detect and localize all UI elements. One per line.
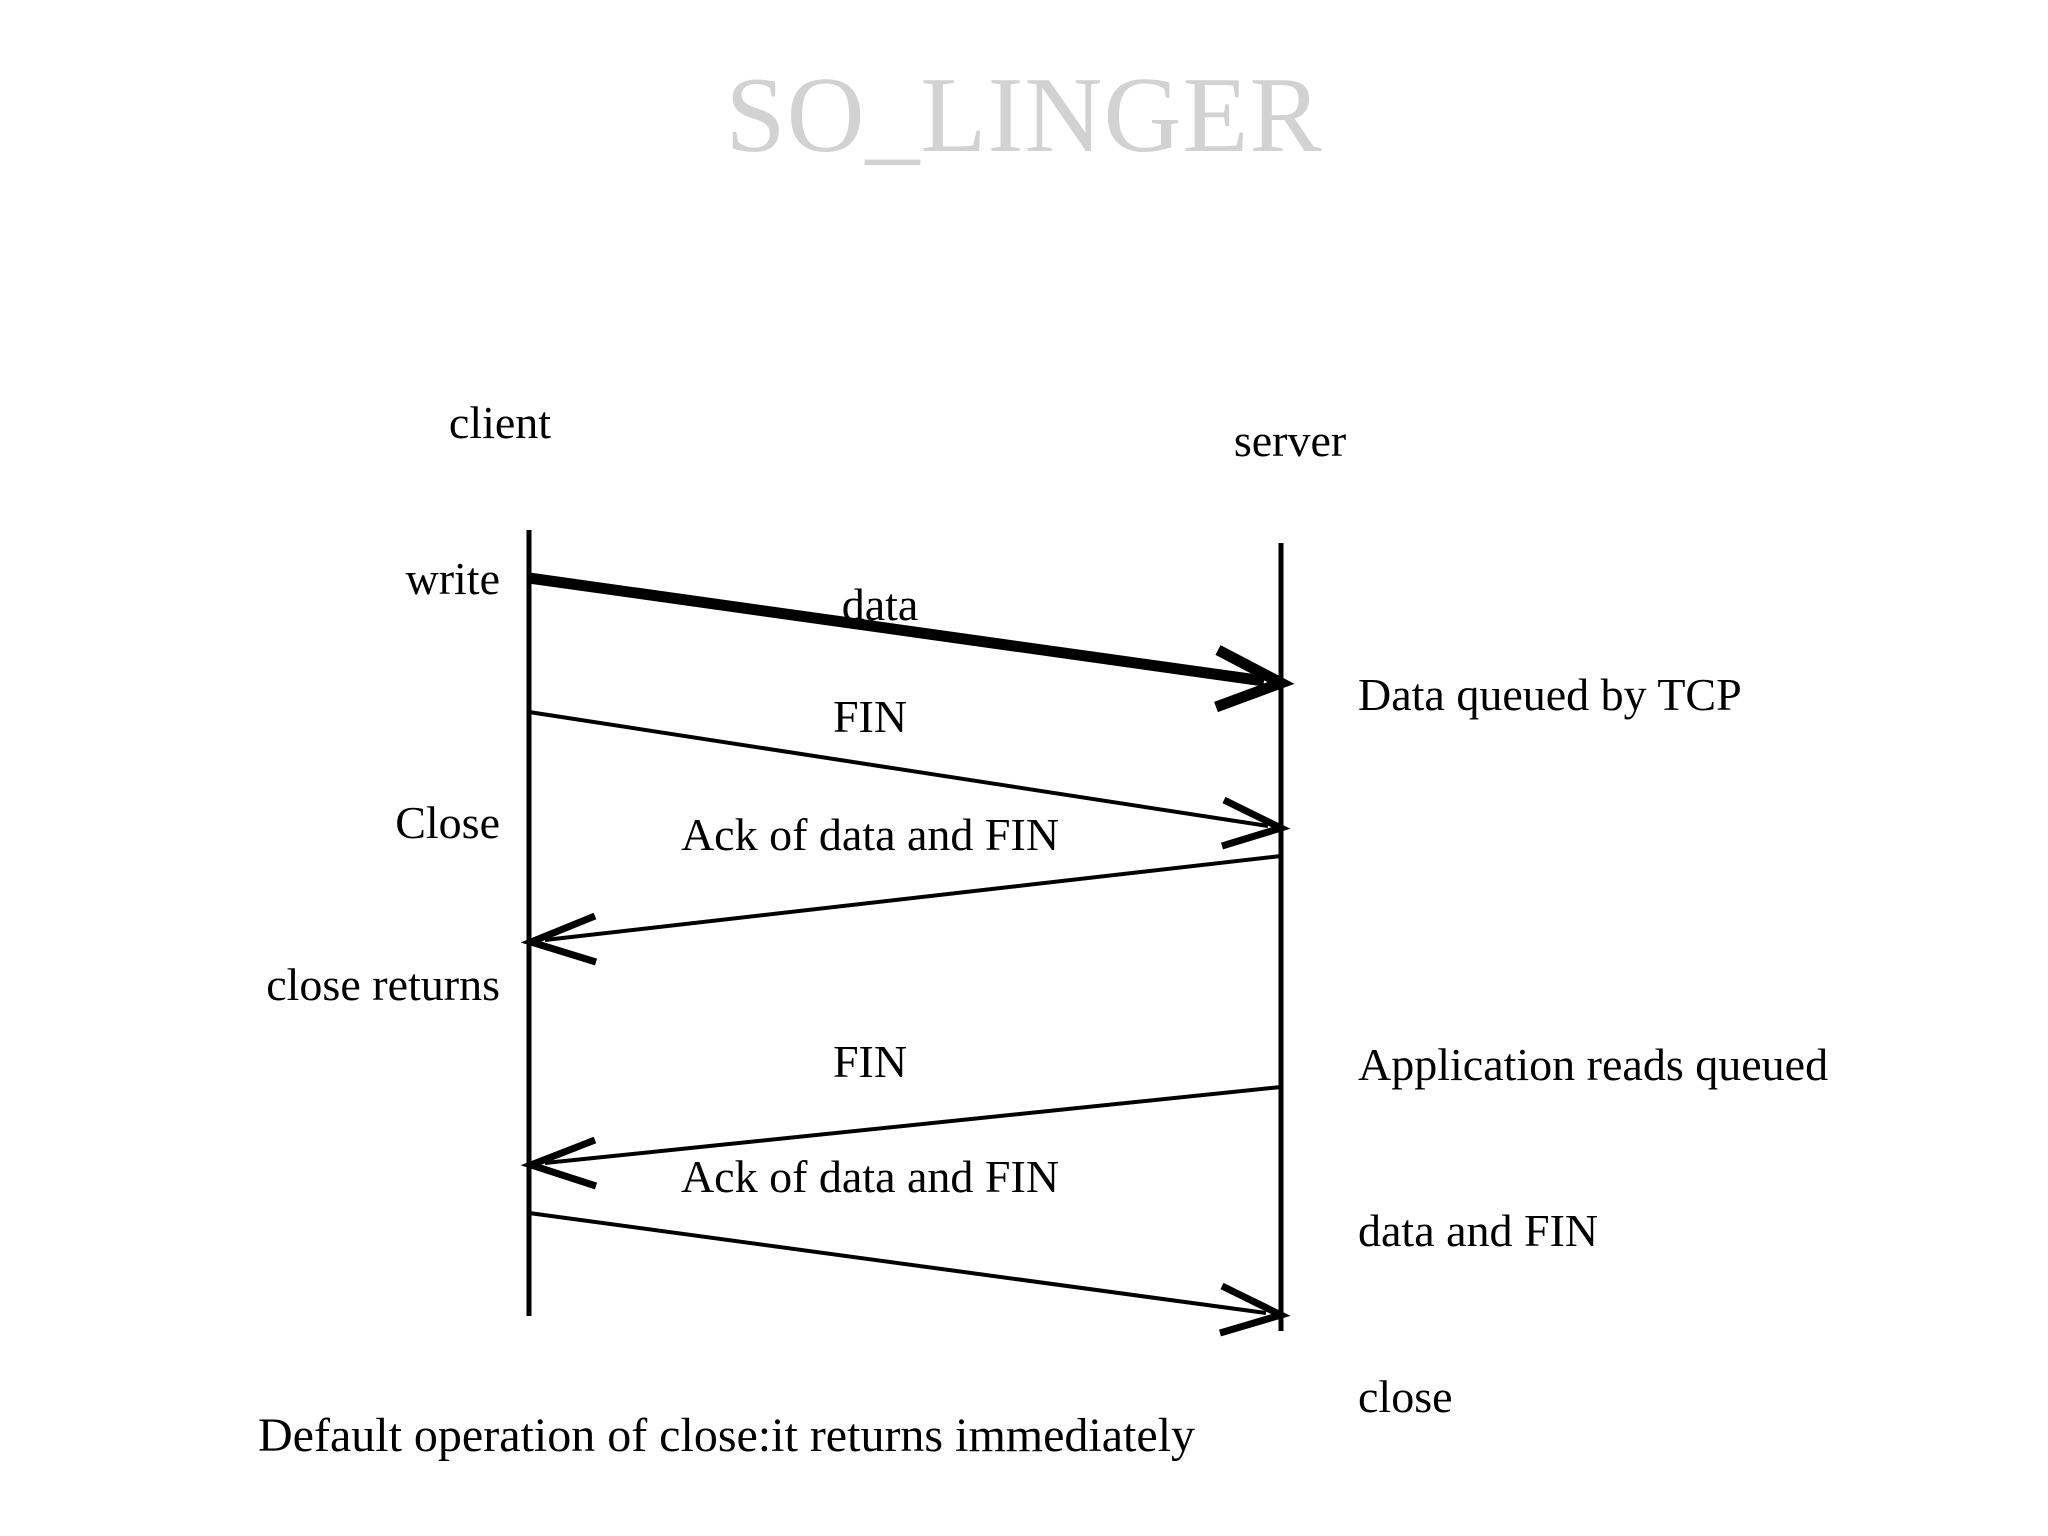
slide-caption: Default operation of close:it returns im…	[258, 1409, 1196, 1462]
actor-label-server: server	[1233, 415, 1347, 466]
message-label-ack-2: Ack of data and FIN	[680, 1151, 1060, 1202]
note-application-reads-line-1: Application reads queued	[1358, 1039, 1829, 1090]
message-label-ack-1: Ack of data and FIN	[680, 809, 1060, 860]
note-application-reads: Application reads queued data and FIN cl…	[1358, 928, 1978, 1534]
message-label-data: data	[841, 579, 919, 630]
note-write: write	[405, 553, 500, 604]
note-close-block: Close close returns	[100, 688, 500, 1120]
note-application-reads-line-2: data and FIN	[1358, 1205, 1599, 1256]
message-label-fin-2: FIN	[832, 1036, 908, 1087]
message-label-fin-1: FIN	[832, 691, 908, 742]
message-arrow-fin-2	[520, 1085, 1282, 1190]
message-arrow-fin-1	[528, 710, 1291, 850]
note-application-reads-line-3: close	[1358, 1371, 1453, 1422]
message-arrow-ack-2	[528, 1211, 1291, 1337]
actor-label-client: client	[448, 397, 552, 448]
message-arrow-data	[528, 572, 1295, 713]
note-close: Close	[395, 797, 500, 848]
note-data-queued-by-tcp: Data queued by TCP	[1358, 669, 1742, 720]
page-title: SO_LINGER	[725, 56, 1323, 175]
note-close-returns: close returns	[266, 959, 500, 1010]
message-arrow-ack-1	[520, 854, 1282, 966]
